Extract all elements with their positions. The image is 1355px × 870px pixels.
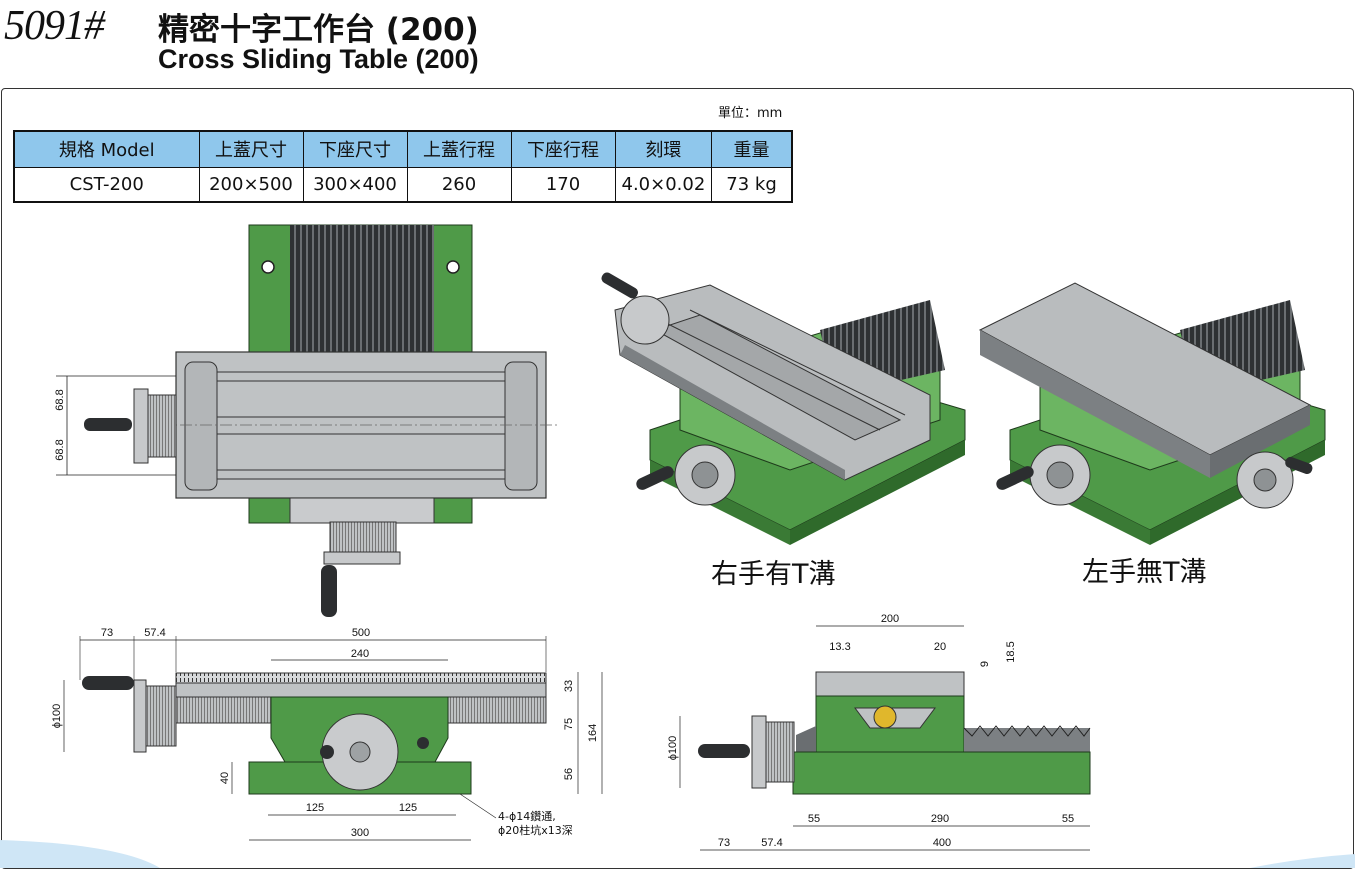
iso-view-left-hand (978, 282, 1326, 545)
front-hole-note-1: 4-ϕ14鑽通, (498, 809, 556, 823)
spec-header-top-travel: 上蓋行程 (406, 130, 512, 168)
spec-table: 規格 Model 上蓋尺寸 下座尺寸 上蓋行程 下座行程 刻環 重量 CST-2… (13, 130, 793, 203)
spec-model: CST-200 (13, 166, 200, 203)
spec-dial: 4.0×0.02 (614, 166, 713, 203)
side-view-drawing: 200 13.3 20 9 18.5 ϕ100 55 290 55 73 57.… (667, 613, 1091, 851)
front-dim-300: 300 (351, 827, 369, 839)
front-dim-240: 240 (351, 648, 369, 660)
spec-header-base-travel: 下座行程 (510, 130, 616, 168)
side-dim-55a: 55 (808, 813, 820, 825)
spec-header-top-size: 上蓋尺寸 (198, 130, 304, 168)
spec-top-size: 200×500 (198, 166, 304, 203)
spec-header-dial: 刻環 (614, 130, 713, 168)
spec-top-travel: 260 (406, 166, 512, 203)
front-dim-73: 73 (101, 627, 113, 639)
top-dim-upper: 68.8 (54, 389, 66, 410)
unit-label: 單位：mm (718, 106, 783, 121)
caption-right-hand: 右手有T溝 (711, 559, 836, 590)
product-title-chinese: 精密十字工作台 (200) (158, 12, 479, 48)
decorative-swoosh (0, 840, 1355, 868)
catalog-number: 5091# (4, 3, 105, 49)
spec-base-size: 300×400 (302, 166, 408, 203)
front-dim-33: 33 (563, 680, 575, 692)
front-dim-40: 40 (219, 772, 231, 784)
spec-weight: 73 kg (711, 166, 793, 203)
side-dim-55b: 55 (1062, 813, 1074, 825)
front-dim-164: 164 (587, 724, 599, 742)
front-dim-75: 75 (563, 718, 575, 730)
caption-left-hand: 左手無T溝 (1082, 557, 1207, 588)
side-dim-73: 73 (718, 837, 730, 849)
side-dim-9: 9 (979, 661, 991, 667)
side-dim-290: 290 (931, 813, 949, 825)
product-title-english: Cross Sliding Table (200) (158, 44, 479, 74)
side-dim-200: 200 (881, 613, 899, 625)
top-dim-lower: 68.8 (54, 439, 66, 460)
spec-data-row: CST-200 200×500 300×400 260 170 4.0×0.02… (13, 166, 793, 203)
front-dim-phi100: ϕ100 (51, 704, 63, 729)
side-dim-phi100: ϕ100 (667, 736, 679, 761)
top-view-drawing: 68.8 68.8 (54, 224, 560, 617)
side-dim-400: 400 (933, 837, 951, 849)
iso-view-right-hand (601, 272, 966, 545)
front-dim-125b: 125 (399, 802, 417, 814)
front-dim-57-4: 57.4 (144, 627, 165, 639)
side-dim-18-5: 18.5 (1005, 641, 1017, 662)
front-view-drawing: 73 57.4 500 240 33 75 164 56 ϕ100 40 125… (51, 627, 603, 841)
side-dim-57-4: 57.4 (761, 837, 782, 849)
front-hole-note-2: ϕ20柱坑x13深 (498, 823, 573, 837)
front-dim-56: 56 (563, 768, 575, 780)
side-dim-20: 20 (934, 641, 946, 653)
side-dim-13-3: 13.3 (829, 641, 850, 653)
front-dim-125a: 125 (306, 802, 324, 814)
front-dim-500: 500 (352, 627, 370, 639)
spec-base-travel: 170 (510, 166, 616, 203)
